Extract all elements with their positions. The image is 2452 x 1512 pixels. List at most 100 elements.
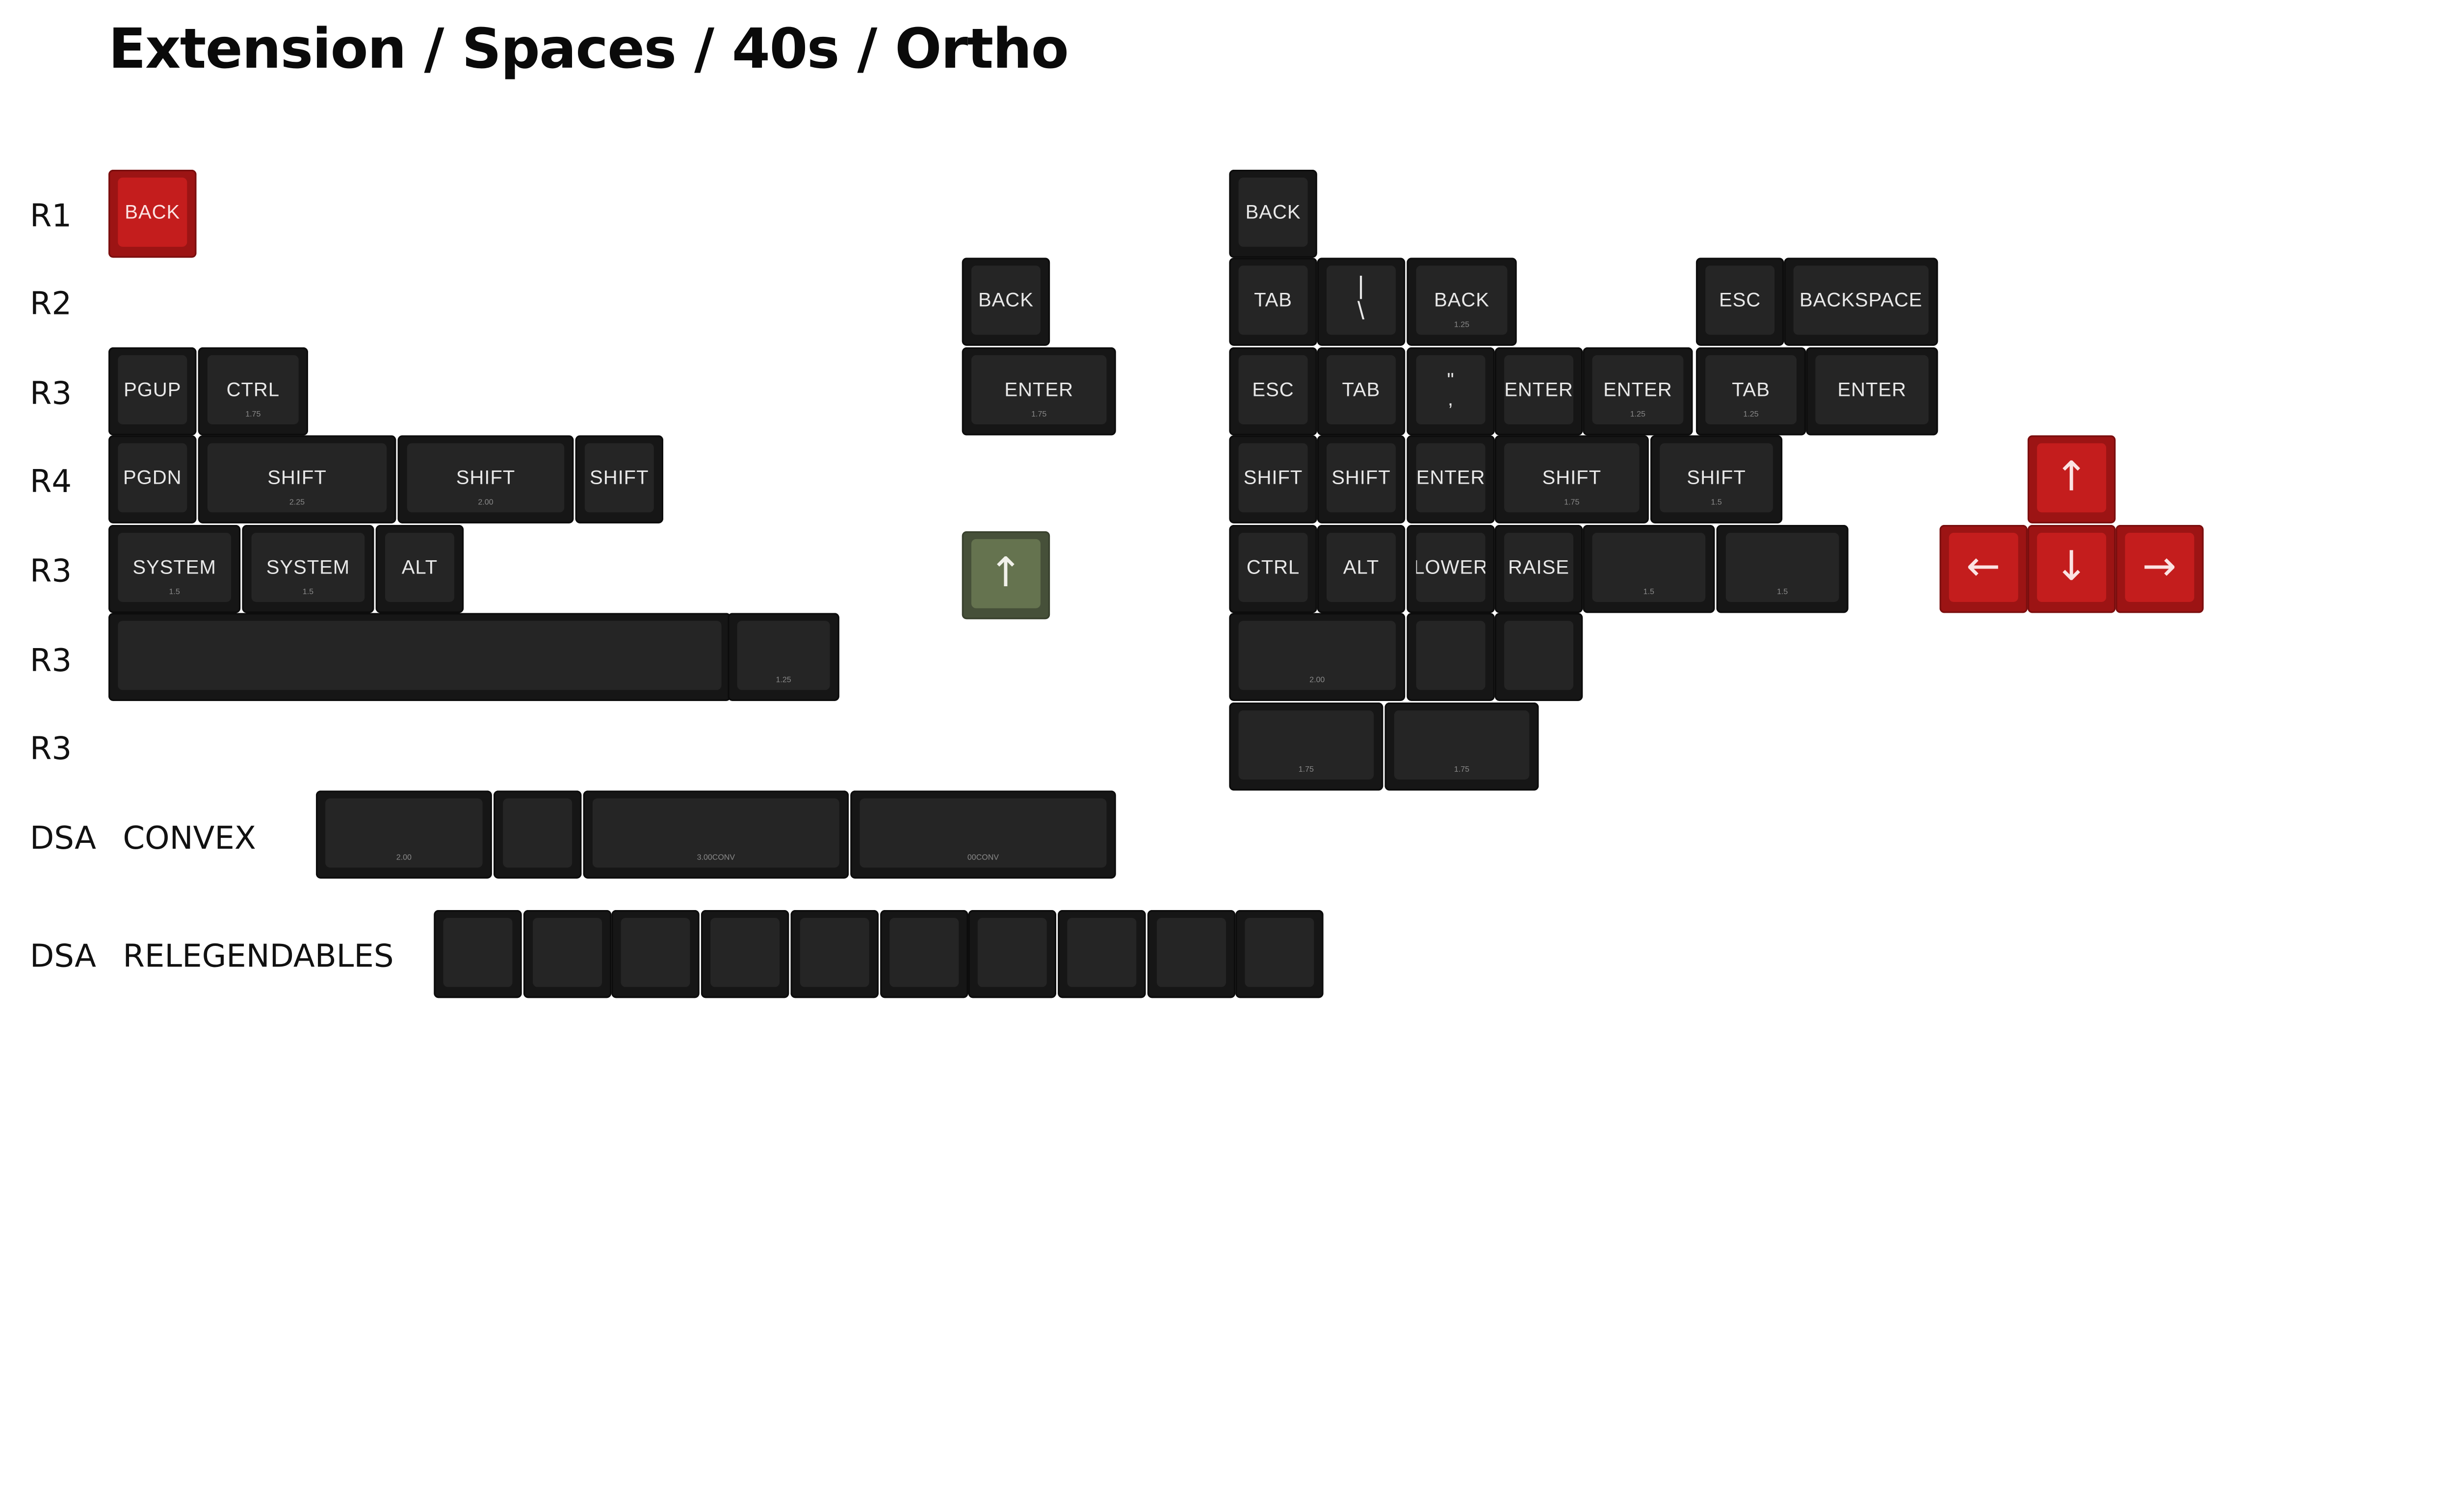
row-label: R3 [30,374,72,412]
keycap-top: ALT [385,533,454,602]
keycap-top [1067,917,1136,987]
keycap-top: PGDN [118,443,187,513]
keycap-legend: LOWER [1416,556,1486,578]
keycap-legend: SHIFT [590,467,649,489]
keycap-top: ENTER [1504,355,1574,424]
keycap-top: SHIFT [407,443,565,513]
row-label: R4 [30,462,72,500]
keycap-r2-backspace: BACKSPACE [1784,258,1938,346]
keycap-top: ESC [1705,265,1775,335]
keycap-legend: BACK [125,201,181,223]
keycap-r3-alt: ALT [375,525,464,613]
keycap-r2-back-mid: BACK [962,258,1050,346]
keycap-size-label: 1.75 [1031,410,1047,420]
keycap-top [860,798,1107,868]
keycap-top: SYSTEM [251,533,365,602]
keycap-legend: BACK [1245,201,1301,223]
keycap-top [1416,621,1486,690]
keycap-legend: BACK [978,289,1034,312]
keycap-legend: CTRL [226,379,280,401]
keycap-size-label: 1.75 [1298,765,1314,775]
keycap-releg-2 [522,910,611,998]
keycap-size-label: 2.25 [289,498,305,508]
keycap-arrow-down: ↓ [2027,525,2116,613]
keycap-top: SHIFT [207,443,387,513]
keycap-top: SHIFT [1504,443,1640,513]
keycap-size-label: 00CONV [967,853,999,863]
keycap-size-label: 1.5 [302,588,314,598]
keycap-top [1238,710,1374,780]
keycap-top: ENTER [1592,355,1684,424]
keycap-top [325,798,483,868]
keycap-releg-5 [790,910,879,998]
keycap-top [978,917,1047,987]
keycap-top: ", [1416,355,1486,424]
row-label: R3 [30,551,72,589]
keycap-r3-space-200: 2.00 [1229,613,1406,701]
keycap-top: BACK [971,265,1041,335]
keycap-releg-4 [701,910,789,998]
row-label-profile: R3 [29,551,72,590]
keycap-top [503,798,573,868]
keycap-top: RAISE [1504,533,1574,602]
keycap-legend: TAB [1342,379,1381,401]
keycap-size-label: 1.75 [1564,498,1580,508]
keycap-size-label: 1.25 [1630,410,1645,420]
keycap-size-label: 2.00 [396,853,412,863]
keycap-r4-shift-r1: SHIFT [1229,435,1317,523]
keycap-r3-space-125: 1.25 [728,613,839,701]
keycap-arrow-left: ← [1939,525,2028,613]
keycap-releg-7 [968,910,1057,998]
row-label-profile: R3 [29,641,72,679]
keycap-top [443,917,513,987]
arrow-icon: ← [1966,544,2001,591]
keycap-r4-pgdn: PGDN [108,435,197,523]
keycap-top: TAB [1327,355,1396,424]
keycap-top [621,917,691,987]
keycap-top [1725,533,1839,602]
keycap-legend: SHIFT [267,467,327,489]
keycap-r3-quote: ", [1407,347,1495,436]
keycap-legend: SYSTEM [266,556,350,578]
keycap-top [888,917,958,987]
keycap-legend-secondary: \ [1357,298,1365,326]
keycap-legend: SHIFT [456,467,516,489]
keycap-top: SYSTEM [118,533,231,602]
keycap-top: ESC [1238,355,1308,424]
keycap-releg-10 [1236,910,1324,998]
keycap-size-label: 1.5 [1643,588,1654,598]
keycap-size-label: 1.75 [245,410,261,420]
row-label-name: CONVEX [123,819,256,857]
row-label: R2 [30,285,72,322]
keycap-r3-ctrl: CTRL 1.75 [198,347,308,436]
keycap-legend: " [1447,368,1455,391]
keycap-top: SHIFT [1238,443,1308,513]
keycap-r3-space-175b: 1.75 [1384,703,1539,791]
keycap-top: ENTER [1815,355,1929,424]
keycap-legend: ENTER [1504,379,1573,401]
keycap-size-label: 1.25 [776,676,791,685]
keycap-r1-back-red: BACK [108,169,197,258]
arrow-icon: ↑ [989,550,1023,598]
keycap-top [592,798,839,868]
keycap-top: ENTER [971,355,1107,424]
keycap-r2-esc: ESC [1696,258,1784,346]
page-title: Extension / Spaces / 40s / Ortho [108,19,1069,82]
keycap-r2-tab: TAB [1229,258,1317,346]
keycap-legend: TAB [1254,289,1292,312]
keycap-top [532,917,602,987]
keycap-size-label: 1.5 [1776,588,1788,598]
keycap-r4-shift-1u: SHIFT [575,435,664,523]
keycap-size-label: 1.75 [1454,765,1470,775]
keycap-legend: TAB [1732,379,1770,401]
keycap-top: ALT [1327,533,1396,602]
keycap-top: ← [1949,533,2018,602]
keycap-legend: SHIFT [1687,467,1746,489]
keycap-r3-tab: TAB [1317,347,1406,436]
keycap-legend: SHIFT [1331,467,1391,489]
